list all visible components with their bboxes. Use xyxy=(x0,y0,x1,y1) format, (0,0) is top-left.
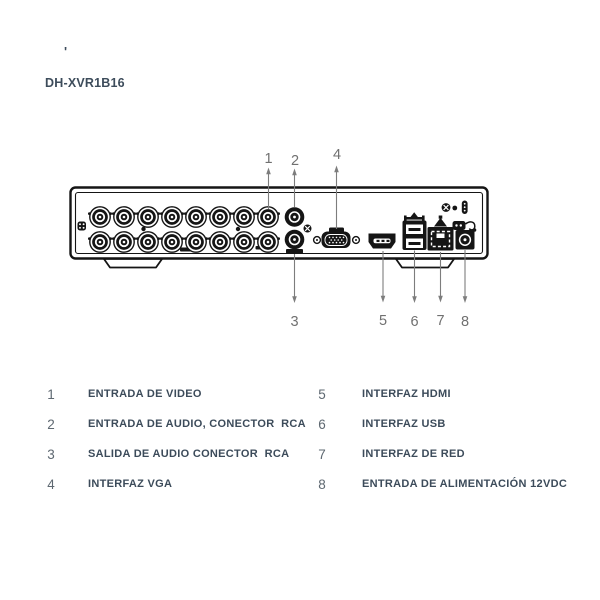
legend-label: ENTRADA DE AUDIO, CONECTOR RCA xyxy=(88,418,306,430)
callout-number-6: 6 xyxy=(410,314,418,330)
hdmi-port xyxy=(368,233,396,249)
bnc-connector xyxy=(112,231,137,253)
network-icon xyxy=(434,215,447,227)
bnc-connector xyxy=(256,231,280,253)
callout-number-4: 4 xyxy=(333,147,341,163)
vga-port xyxy=(312,227,361,248)
legend-row-video-input: 1 ENTRADA DE VIDEO xyxy=(42,386,202,402)
legend-row-power: 8 ENTRADA DE ALIMENTACIÓN 12VDC xyxy=(314,476,567,492)
legend-number: 8 xyxy=(318,476,326,492)
indicator-dot xyxy=(452,205,458,211)
bnc-connector xyxy=(88,231,112,253)
legend-label: INTERFAZ HDMI xyxy=(362,388,451,400)
legend-label: INTERFAZ USB xyxy=(362,418,446,430)
legend-number: 2 xyxy=(47,416,55,432)
device-foot-left xyxy=(103,258,163,269)
legend-number: 3 xyxy=(47,446,55,462)
legend-row-audio-output: 3 SALIDA DE AUDIO CONECTOR RCA xyxy=(42,446,289,462)
bnc-connector xyxy=(208,206,233,228)
legend-row-network: 7 INTERFAZ DE RED xyxy=(314,446,465,462)
stray-mark: ' xyxy=(64,44,68,59)
panel-rivet xyxy=(141,226,146,232)
ground-screw xyxy=(441,203,451,212)
panel-screw-left xyxy=(77,221,86,231)
panel-rivet xyxy=(235,226,241,232)
legend-number: 5 xyxy=(318,386,326,402)
bnc-connector xyxy=(208,231,233,253)
callout-number-8: 8 xyxy=(461,314,469,330)
callout-number-3: 3 xyxy=(290,314,298,330)
bnc-connector xyxy=(136,206,161,228)
callout-arrowheads xyxy=(266,165,468,303)
legend-row-usb: 6 INTERFAZ USB xyxy=(314,416,446,432)
legend-number: 7 xyxy=(318,446,326,462)
legend-label: ENTRADA DE VIDEO xyxy=(88,388,202,400)
audio-input-rca xyxy=(284,207,305,227)
bnc-connector xyxy=(232,231,256,253)
callout-number-7: 7 xyxy=(436,313,444,329)
ethernet-port xyxy=(427,227,454,251)
callout-number-5: 5 xyxy=(379,313,387,329)
panel-screw-rca xyxy=(303,224,312,233)
bnc-connector xyxy=(160,206,185,228)
legend-number: 4 xyxy=(47,476,55,492)
bnc-connector xyxy=(256,206,280,228)
legend-label: ENTRADA DE ALIMENTACIÓN 12VDC xyxy=(362,478,568,490)
legend-label: SALIDA DE AUDIO CONECTOR RCA xyxy=(88,448,290,460)
model-title: DH-XVR1B16 xyxy=(45,76,125,90)
bnc-connector xyxy=(160,231,185,253)
legend-label: INTERFAZ DE RED xyxy=(362,448,465,460)
legend-number: 1 xyxy=(47,386,55,402)
legend-label: INTERFAZ VGA xyxy=(88,478,173,490)
bnc-connector xyxy=(232,206,256,228)
legend-row-hdmi: 5 INTERFAZ HDMI xyxy=(314,386,451,402)
switch-element xyxy=(461,200,468,214)
power-jack xyxy=(455,230,475,250)
callout-lines xyxy=(267,170,466,299)
video-input-bnc-grid xyxy=(88,206,280,253)
bnc-connector xyxy=(136,231,161,253)
callout-number-1: 1 xyxy=(264,151,272,167)
callout-number-2: 2 xyxy=(291,153,299,169)
bnc-connector xyxy=(112,206,137,228)
legend-row-vga: 4 INTERFAZ VGA xyxy=(42,476,172,492)
usb-ports xyxy=(402,220,427,250)
bnc-connector xyxy=(184,231,209,253)
legend-row-audio-input: 2 ENTRADA DE AUDIO, CONECTOR RCA xyxy=(42,416,306,432)
legend-number: 6 xyxy=(318,416,326,432)
bnc-connector xyxy=(88,206,112,228)
audio-output-rca xyxy=(284,229,305,254)
bnc-connector xyxy=(184,206,209,228)
device-foot-right xyxy=(395,258,455,269)
usb-icon xyxy=(404,212,425,221)
